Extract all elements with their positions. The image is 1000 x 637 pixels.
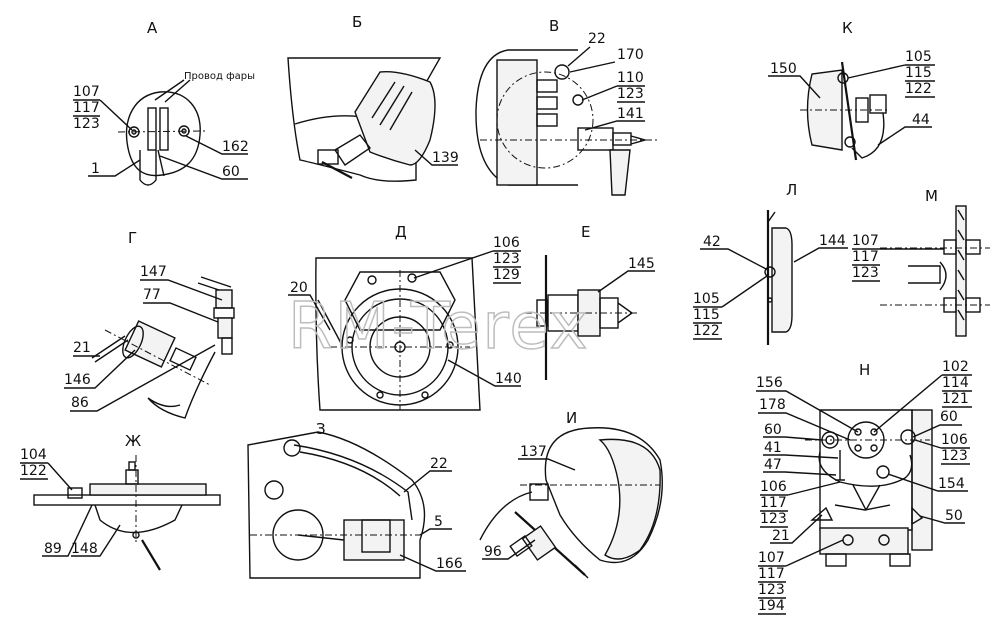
view-k: К 150 105 115 122 44 [768, 19, 935, 161]
callout-n-47: 47 [764, 457, 782, 473]
callout-n-21: 21 [772, 528, 790, 544]
callout-n-60a: 60 [764, 422, 782, 438]
callout-v-141: 141 [617, 106, 644, 122]
callout-n-106b: 106 [760, 479, 787, 495]
view-a: А Провод фары 107 117 123 1 162 60 [73, 19, 255, 186]
view-title-b: Б [352, 13, 362, 31]
view-b: Б 139 [287, 13, 459, 182]
callout-d-140: 140 [495, 371, 522, 387]
callout-v-123: 123 [617, 86, 644, 102]
view-g: Г 147 77 21 146 86 [64, 229, 235, 419]
callout-g-21: 21 [73, 340, 91, 356]
view-d: Д 106 123 129 20 140 [288, 223, 522, 411]
view-zh: Ж 104 122 89 148 [20, 432, 221, 571]
callout-l-144: 144 [819, 233, 846, 249]
callout-v-170: 170 [617, 47, 644, 63]
callout-n-178: 178 [759, 397, 786, 413]
callout-e-145: 145 [628, 256, 655, 272]
callout-zh-104: 104 [20, 447, 47, 463]
view-title-e: Е [581, 223, 590, 241]
callout-zh-122: 122 [20, 463, 47, 479]
view-i: И 137 96 [479, 409, 663, 579]
callout-g-86: 86 [71, 395, 89, 411]
callout-n-102: 102 [942, 359, 969, 375]
callout-k-122: 122 [905, 81, 932, 97]
callout-n-194: 194 [758, 598, 785, 614]
callout-m-107: 107 [852, 233, 879, 249]
view-title-l: Л [786, 181, 797, 199]
view-title-z: З [316, 420, 326, 438]
callout-n-114: 114 [942, 375, 969, 391]
callout-g-147: 147 [140, 264, 167, 280]
callout-n-60b: 60 [940, 409, 958, 425]
callout-n-106a: 106 [941, 432, 968, 448]
callout-a-60: 60 [222, 164, 240, 180]
callout-b-139: 139 [432, 150, 459, 166]
callout-a-162: 162 [222, 139, 249, 155]
view-z: З 22 5 166 [247, 420, 466, 579]
callout-n-107: 107 [758, 550, 785, 566]
callout-d-106: 106 [493, 235, 520, 251]
callout-z-166: 166 [436, 556, 463, 572]
callout-m-123: 123 [852, 265, 879, 281]
callout-d-123: 123 [493, 251, 520, 267]
callout-m-117: 117 [852, 249, 879, 265]
view-title-v: В [549, 17, 559, 35]
view-title-zh: Ж [125, 432, 141, 450]
callout-z-22: 22 [430, 456, 448, 472]
callout-l-115: 115 [693, 307, 720, 323]
callout-k-44: 44 [912, 112, 930, 128]
callout-n-121: 121 [942, 391, 969, 407]
view-e: Е 145 [525, 223, 655, 380]
note-headlight-wire: Провод фары [184, 71, 255, 82]
callout-d-129: 129 [493, 267, 520, 283]
callout-n-50: 50 [945, 508, 963, 524]
callout-a-123: 123 [73, 116, 100, 132]
view-n: Н 102 114 121 156 178 60 106 123 60 [756, 359, 972, 615]
view-l: Л 42 144 105 115 122 [693, 181, 848, 345]
callout-a-117: 117 [73, 100, 100, 116]
view-title-m: М [925, 187, 938, 205]
callout-zh-148: 148 [71, 541, 98, 557]
view-title-i: И [566, 409, 577, 427]
watermark-text: RM-Terex [288, 290, 590, 364]
callout-v-22: 22 [588, 31, 606, 47]
view-m: М 107 117 123 [852, 187, 990, 337]
callout-n-117c: 117 [758, 566, 785, 582]
callout-a-1: 1 [91, 161, 100, 177]
callout-n-123a: 123 [941, 448, 968, 464]
callout-l-42: 42 [703, 234, 721, 250]
callout-l-122: 122 [693, 323, 720, 339]
view-title-n: Н [859, 361, 870, 379]
callout-k-105: 105 [905, 49, 932, 65]
callout-z-5: 5 [434, 514, 443, 530]
callout-a-107: 107 [73, 84, 100, 100]
callout-n-123b: 123 [760, 511, 787, 527]
callout-i-96: 96 [484, 544, 502, 560]
callout-v-110: 110 [617, 70, 644, 86]
callout-g-77: 77 [143, 287, 161, 303]
view-v: В 22 170 110 123 141 [475, 17, 660, 196]
callout-n-41: 41 [764, 440, 782, 456]
callout-g-146: 146 [64, 372, 91, 388]
callout-k-115: 115 [905, 65, 932, 81]
callout-n-156: 156 [756, 375, 783, 391]
callout-n-123c: 123 [758, 582, 785, 598]
callout-n-154: 154 [938, 476, 965, 492]
view-title-g: Г [128, 229, 137, 247]
callout-zh-89: 89 [44, 541, 62, 557]
view-title-a: А [147, 19, 158, 37]
view-title-d: Д [395, 223, 407, 241]
callout-l-105: 105 [693, 291, 720, 307]
view-title-k: К [842, 19, 853, 37]
callout-n-117b: 117 [760, 495, 787, 511]
callout-i-137: 137 [520, 444, 547, 460]
callout-k-150: 150 [770, 61, 797, 77]
callout-d-20: 20 [290, 280, 308, 296]
